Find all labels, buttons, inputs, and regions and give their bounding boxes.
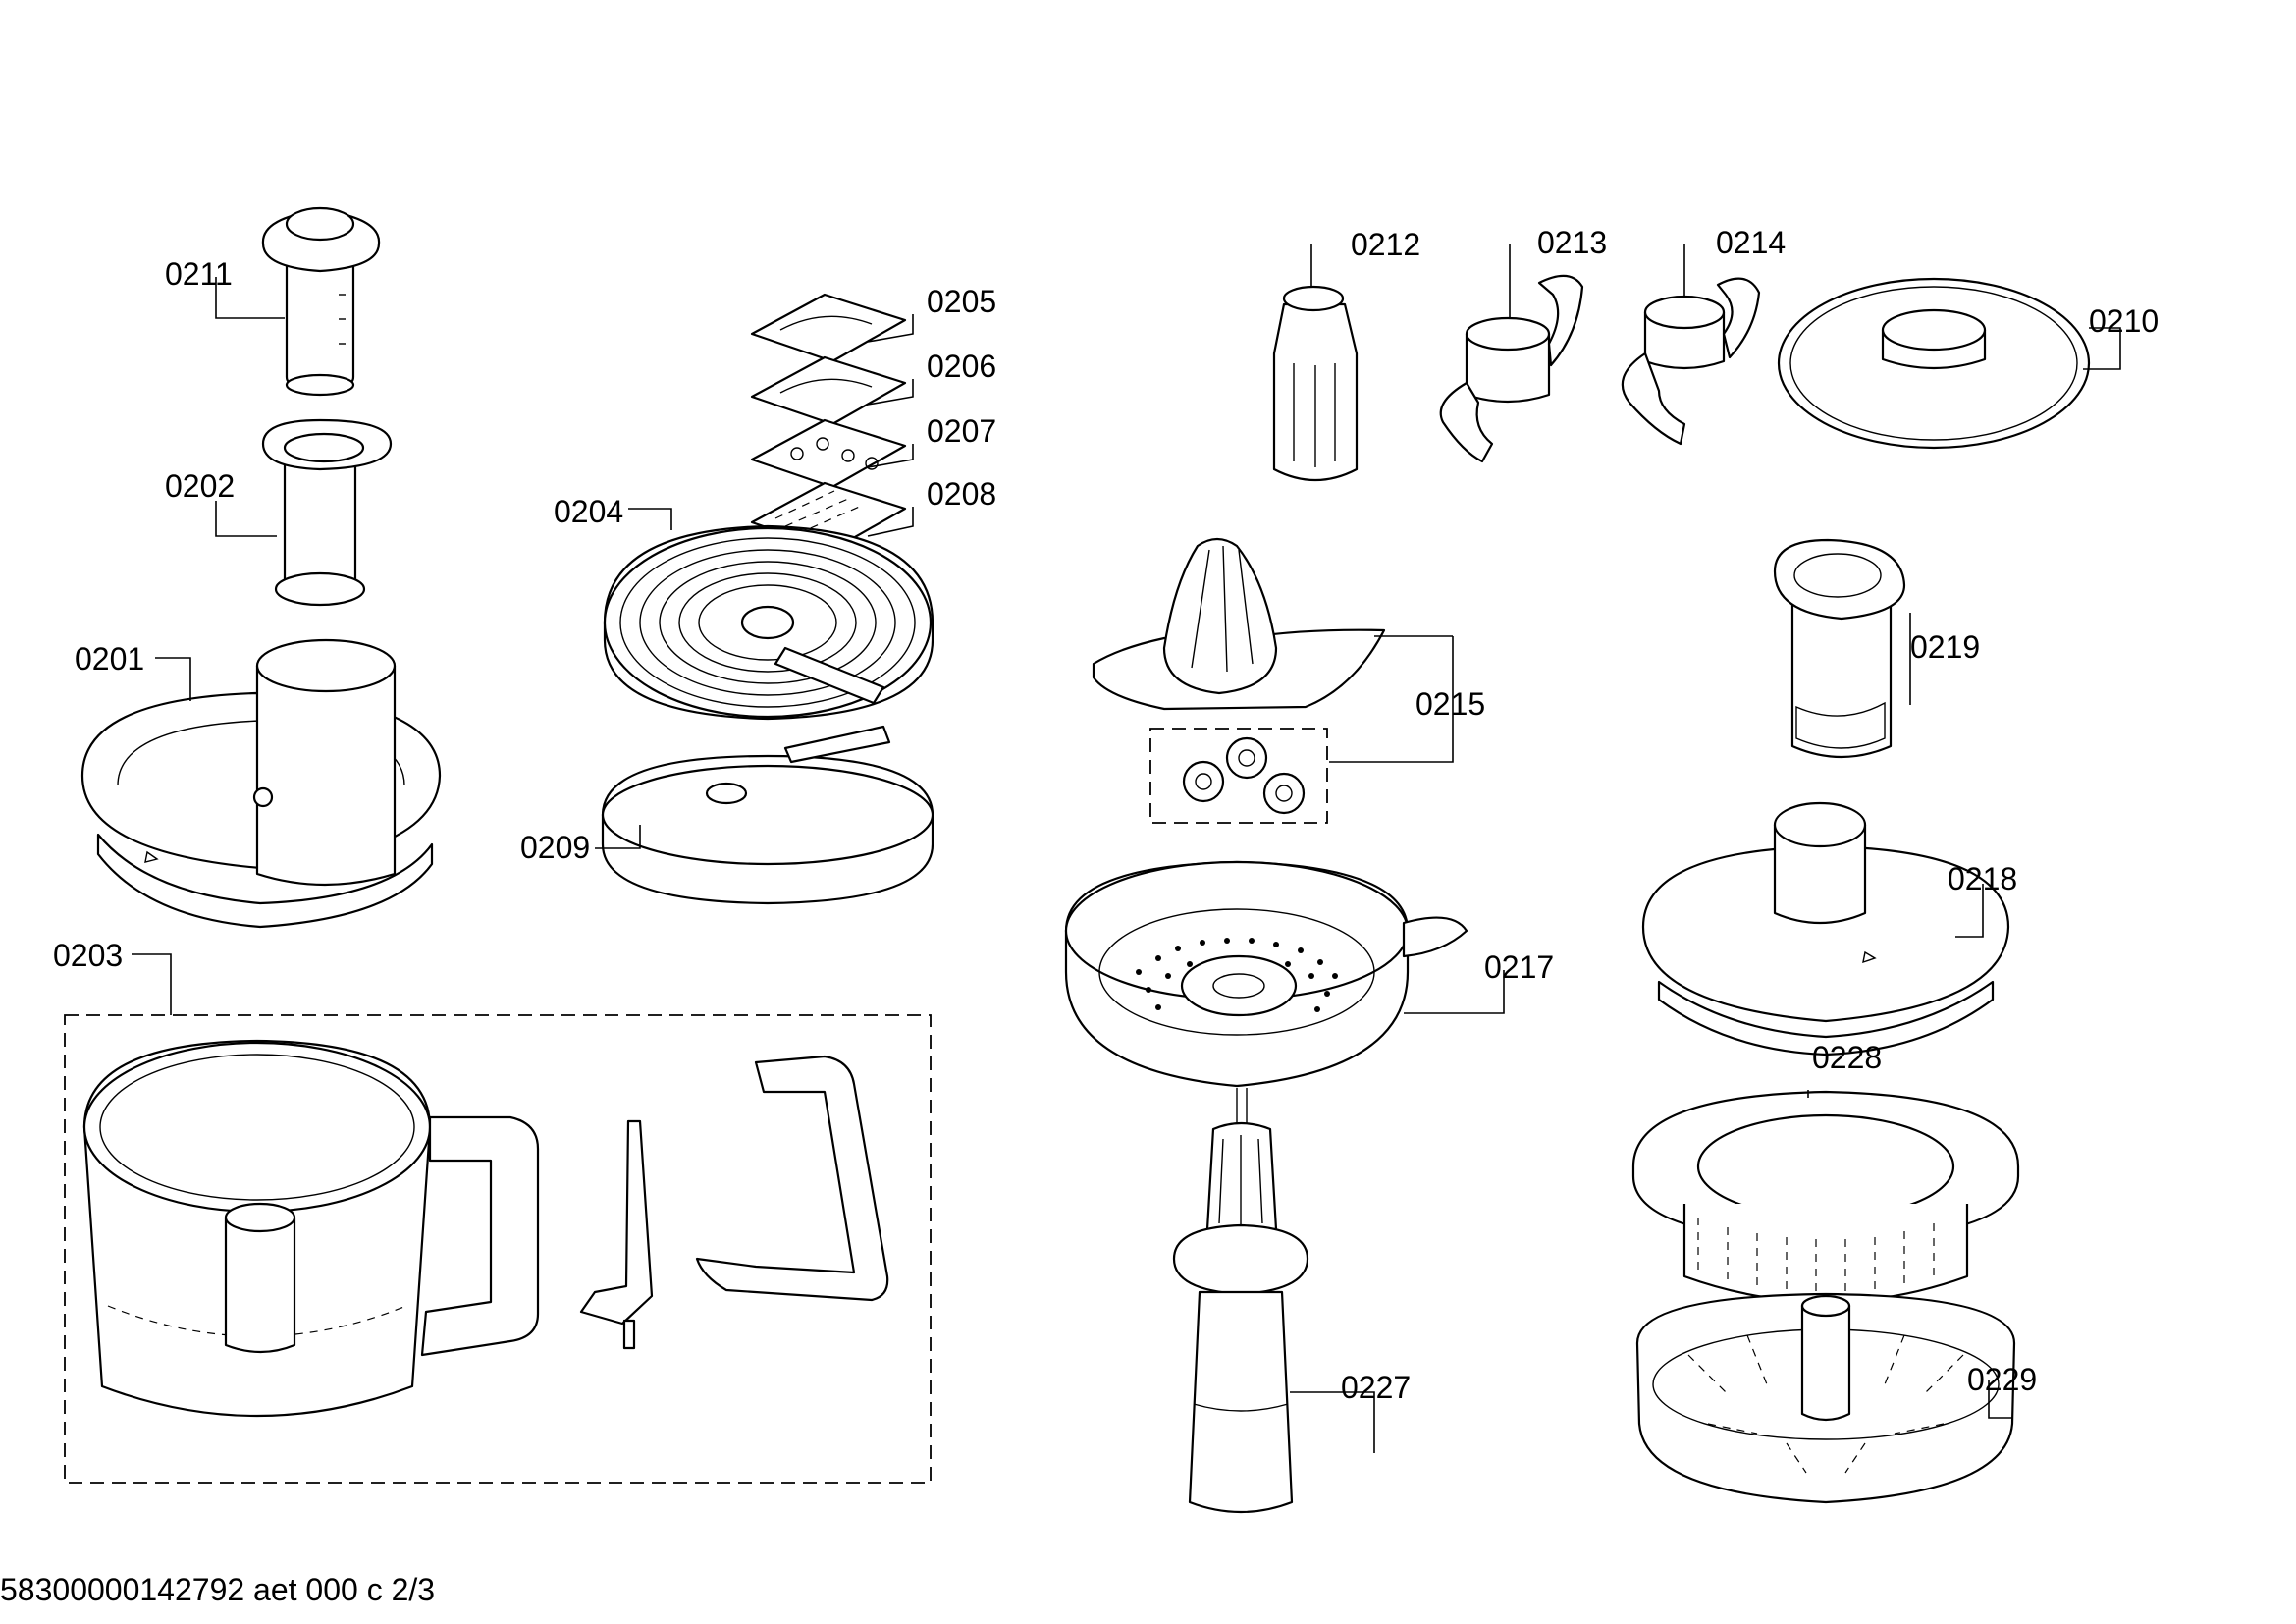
label-0227: 0227 xyxy=(1341,1370,1411,1405)
label-0210: 0210 xyxy=(2089,303,2159,339)
part-labels: 0211 0202 0201 0203 0205 0206 0207 0208 … xyxy=(53,225,2159,1405)
part-0218-lid xyxy=(1641,801,2010,1056)
part-0201-lid xyxy=(80,638,442,929)
label-0208: 0208 xyxy=(927,476,996,512)
part-0211-pusher xyxy=(261,206,381,397)
label-0215: 0215 xyxy=(1415,686,1485,722)
label-0212: 0212 xyxy=(1351,227,1420,262)
label-0219: 0219 xyxy=(1910,629,1980,665)
document-code: 58300000142792 aet 000 c 2/3 xyxy=(0,1572,435,1607)
label-0207: 0207 xyxy=(927,413,996,449)
label-0217: 0217 xyxy=(1484,949,1554,985)
part-0212-shaft xyxy=(1272,285,1359,482)
label-0228: 0228 xyxy=(1812,1040,1882,1075)
label-0201: 0201 xyxy=(75,641,144,677)
part-0214-tool xyxy=(1621,277,1761,446)
label-0218: 0218 xyxy=(1948,861,2017,896)
part-0205-0208-discs xyxy=(750,293,907,552)
label-0206: 0206 xyxy=(927,349,996,384)
part-0217-strainer xyxy=(1064,860,1468,1088)
label-0202: 0202 xyxy=(165,468,235,504)
label-0205: 0205 xyxy=(927,284,996,319)
label-0211: 0211 xyxy=(165,256,233,292)
label-0203: 0203 xyxy=(53,938,123,973)
part-0227-shaft xyxy=(1172,1088,1309,1514)
label-0214: 0214 xyxy=(1716,225,1786,260)
label-0229: 0229 xyxy=(1967,1362,2037,1397)
label-0204: 0204 xyxy=(554,494,623,529)
label-0209: 0209 xyxy=(520,830,590,865)
part-0204-0209-slicer xyxy=(601,524,934,905)
part-0228-filter-ring xyxy=(1631,1090,2020,1304)
part-0213-blade xyxy=(1439,274,1584,463)
part-0203-bowl-set xyxy=(64,1014,932,1484)
part-0210-cover xyxy=(1777,277,2091,450)
label-0213: 0213 xyxy=(1537,225,1607,260)
part-0215-citrus-cone xyxy=(1092,537,1386,824)
part-0202-insert xyxy=(261,418,393,607)
leader-lines xyxy=(132,244,2121,1453)
part-0229-sieve-bowl xyxy=(1635,1292,2016,1504)
part-0219-pusher xyxy=(1773,538,1906,759)
